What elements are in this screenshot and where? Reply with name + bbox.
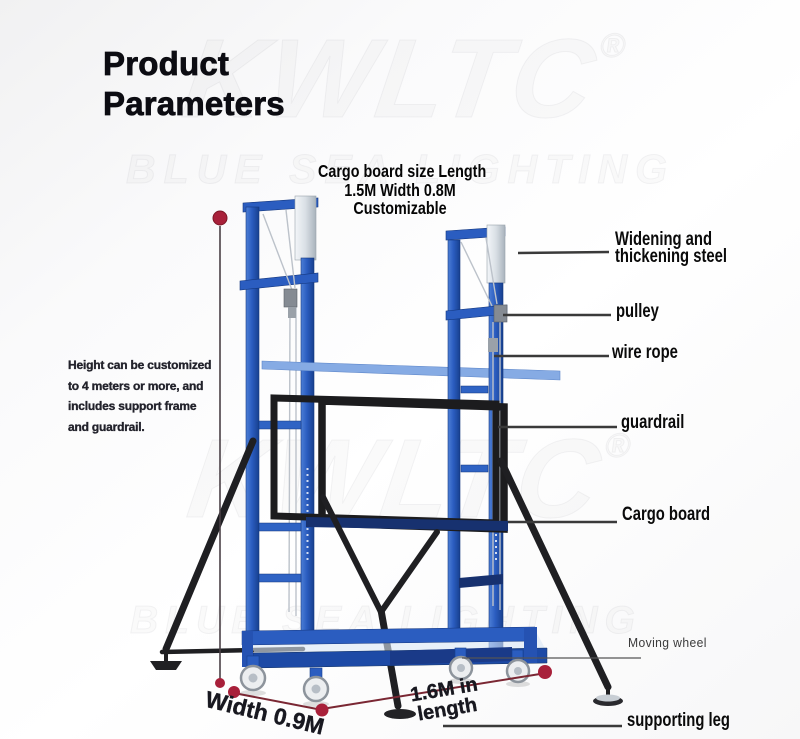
pulley-hook-left [288,307,296,318]
ladder-rungs-left [258,420,302,583]
cargo-size-line: 1.5M Width 0.8M [344,179,456,200]
foot-pad-front [384,709,416,719]
ladder-rungs-right [460,385,489,473]
height-customization-note: Height can be customized to 4 meters or … [68,355,212,437]
foot-pad-right-top [596,694,620,702]
braces-and-legs [159,437,612,710]
label-widening-steel: Widening and thickening steel [615,229,728,267]
height-dimension-dot-top [212,210,228,226]
crossbar [261,360,561,381]
wire-rope-tensioner [488,338,498,352]
height-note-line: and guardrail. [68,419,145,434]
cargo-board-rail [306,517,508,531]
page-title-line2: Parameters [103,85,285,123]
steel-cap-right [486,224,506,284]
width-dimension-dot-left [228,686,240,698]
right-outrigger [497,457,612,691]
moving-wheels [239,647,531,707]
height-note-line: Height can be customized [68,358,212,372]
label-moving-wheel: Moving wheel [628,636,707,650]
label-line: thickening steel [615,246,728,267]
width-dimension-dot-right [315,703,329,717]
label-pulley: pulley [616,301,659,322]
height-note-line: to 4 meters or more, and [68,378,204,393]
left-mast [239,195,319,633]
label-guardrail: guardrail [621,412,685,433]
height-note-line: includes support frame [68,399,197,413]
base-apron [390,647,512,665]
label-line: Widening and [615,229,713,250]
mast-bracket [459,574,503,588]
pulley-block-right [493,304,508,323]
width-dimension-line [238,693,318,710]
label-wire-rope: wire rope [612,342,678,363]
length-dimension-dot-right [538,665,552,679]
cargo-board-size-note: Cargo board size Length 1.5M Width 0.8M … [318,161,487,218]
base-platform [241,626,548,669]
foot-pad-left [150,661,182,670]
cargo-size-line: Cargo board size Length [318,161,487,181]
wheel [239,655,267,696]
dimension-markers [212,210,552,717]
label-cargo-board: Cargo board [622,504,711,525]
left-outrigger [162,437,257,653]
height-dimension-dot-bottom [215,678,225,688]
leader-lines [443,250,641,728]
wheel [302,667,330,707]
wire-ropes-left [262,209,297,616]
length-dimension-line [327,673,541,709]
page-title: Product Parameters [103,44,285,124]
label-supporting-leg: supporting leg [627,710,730,731]
cargo-size-line: Customizable [353,198,447,218]
wheel [448,647,474,684]
pulley-block-left [283,288,298,308]
leader-widening-steel [517,250,610,255]
page-title-line1: Product [103,45,230,83]
steel-cap-left [294,195,317,261]
